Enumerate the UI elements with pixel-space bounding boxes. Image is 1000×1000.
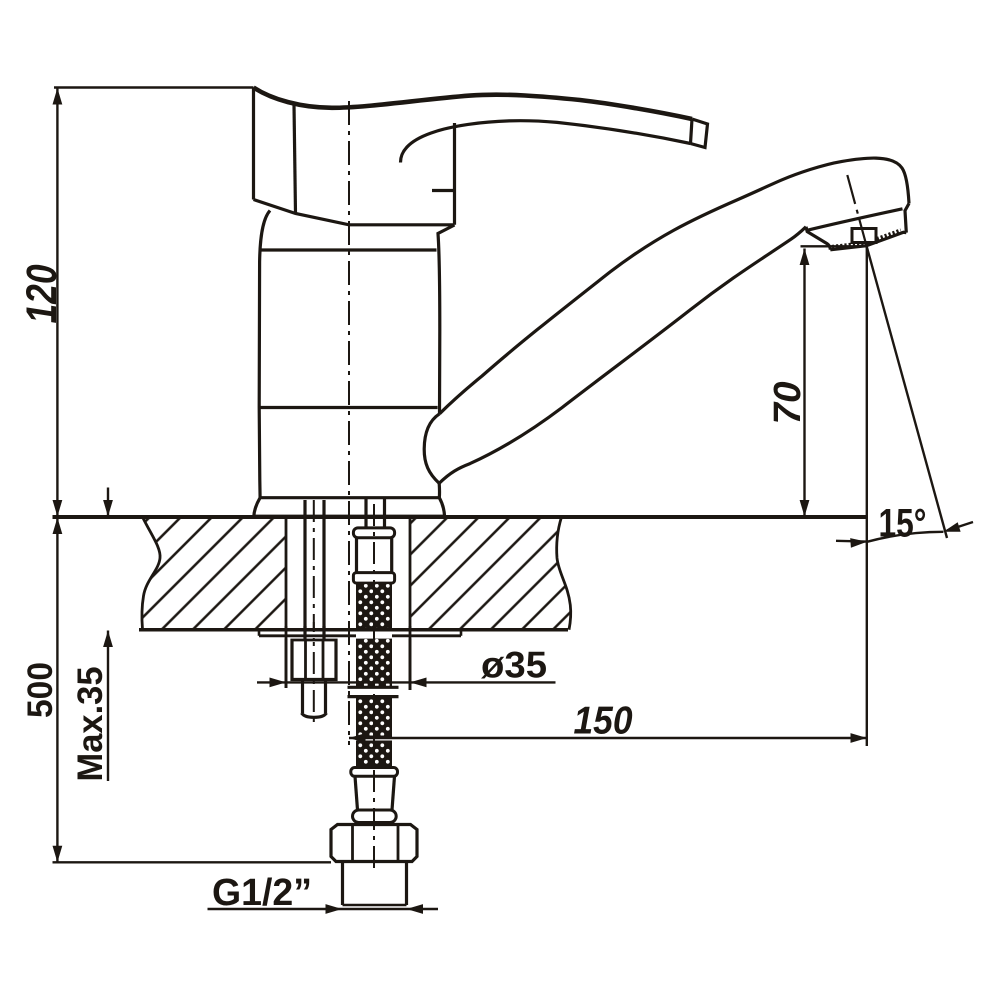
svg-text:15°: 15° <box>879 502 927 546</box>
svg-text:150: 150 <box>574 700 634 743</box>
svg-text:120: 120 <box>19 264 66 323</box>
svg-text:70: 70 <box>767 382 809 425</box>
svg-text:Max.35: Max.35 <box>71 667 110 782</box>
svg-text:500: 500 <box>21 662 60 718</box>
svg-text:ø35: ø35 <box>481 645 547 686</box>
svg-text:G1/2”: G1/2” <box>212 872 312 914</box>
